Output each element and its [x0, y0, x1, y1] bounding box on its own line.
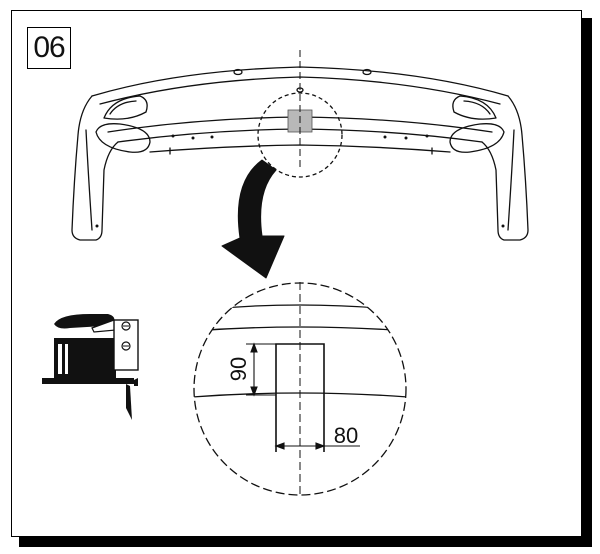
bumper-rivets: [95, 134, 505, 228]
height-dimension-label: 90: [226, 357, 251, 381]
cutout-outline: [275, 343, 325, 452]
curved-arrow-icon: [221, 159, 285, 279]
step-number: 06: [27, 27, 71, 69]
detail-marker-circle: [257, 92, 343, 178]
height-dimension: [246, 342, 276, 397]
detail-view: [193, 282, 407, 496]
width-dimension: [274, 442, 360, 450]
jigsaw-icon: [42, 314, 139, 420]
width-dimension-label: 80: [334, 423, 358, 448]
